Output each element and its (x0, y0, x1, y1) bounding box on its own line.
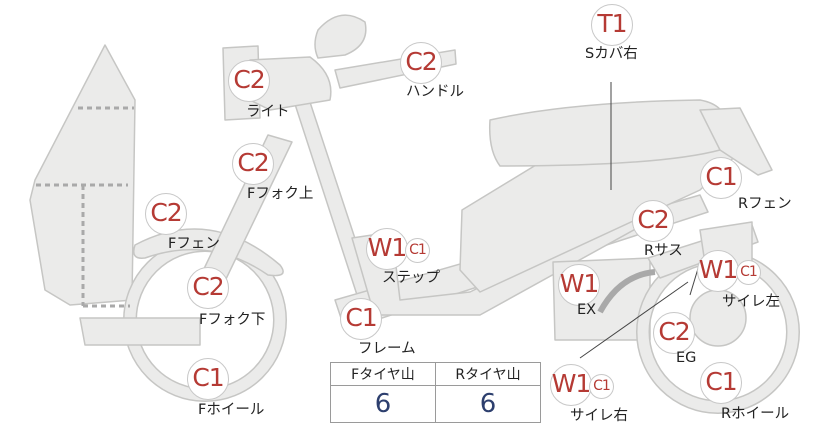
frame-grade: C1 (340, 298, 382, 340)
f-fork-lower-label: Fフォク下 (199, 312, 266, 328)
f-wheel-label: Fホイール (198, 402, 265, 418)
grade-badge: C2 (653, 312, 695, 354)
grade-badge-secondary: C1 (405, 238, 430, 263)
exhaust-grade: W1 (558, 264, 600, 306)
front-tire-header: Fタイヤ山 (330, 362, 436, 386)
muffler-right-label: サイレ右 (570, 408, 628, 424)
grade-badge: C1 (700, 157, 742, 199)
r-suspension-grade: C2 (632, 200, 674, 242)
grade-badge: C1 (700, 362, 742, 404)
grade-badge: C2 (145, 193, 187, 235)
grade-badge: W1 (558, 264, 600, 306)
f-wheel-grade: C1 (187, 358, 229, 400)
light-label: ライト (246, 104, 290, 120)
grade-badge: W1 (366, 228, 408, 270)
grade-badge: C2 (400, 42, 442, 84)
engine-grade: C2 (653, 312, 695, 354)
f-fender-label: Fフェン (168, 236, 220, 252)
f-fork-upper-label: Fフォク上 (247, 186, 314, 202)
muffler-left-grade: W1 C1 (697, 250, 761, 292)
s-cover-right-label: Sカバ右 (585, 46, 638, 62)
grade-badge: C2 (187, 267, 229, 309)
grade-badge: C1 (340, 298, 382, 340)
grade-badge: C1 (187, 358, 229, 400)
grade-badge-secondary: C1 (736, 260, 761, 285)
grade-badge: C2 (632, 200, 674, 242)
r-suspension-label: Rサス (644, 243, 683, 259)
r-fender-grade: C1 (700, 157, 742, 199)
f-fender-grade: C2 (145, 193, 187, 235)
grade-badge: T1 (591, 4, 633, 46)
r-wheel-grade: C1 (700, 362, 742, 404)
muffler-right-grade: W1 C1 (550, 364, 614, 406)
step-grade: W1 C1 (366, 228, 430, 270)
grade-badge: C2 (228, 60, 270, 102)
rear-tire-value: 6 (435, 385, 541, 423)
r-wheel-label: Rホイール (721, 406, 790, 422)
muffler-left-label: サイレ左 (722, 294, 780, 310)
rear-tire-header: Rタイヤ山 (435, 362, 541, 386)
handle-grade: C2 (400, 42, 442, 84)
engine-label: EG (676, 350, 697, 366)
tire-tread-table: Fタイヤ山 Rタイヤ山 6 6 (330, 362, 541, 423)
grade-badge: W1 (550, 364, 592, 406)
exhaust-label: EX (577, 302, 597, 318)
grade-badge-secondary: C1 (589, 374, 614, 399)
f-fork-upper-grade: C2 (232, 143, 274, 185)
f-fork-lower-grade: C2 (187, 267, 229, 309)
front-tire-value: 6 (330, 385, 436, 423)
grade-badge: W1 (697, 250, 739, 292)
frame-label: フレーム (358, 341, 416, 357)
handle-label: ハンドル (406, 84, 464, 100)
step-label: ステップ (382, 270, 440, 286)
grade-badge: C2 (232, 143, 274, 185)
light-grade: C2 (228, 60, 270, 102)
s-cover-right-grade: T1 (591, 4, 633, 46)
r-fender-label: Rフェン (738, 196, 792, 212)
